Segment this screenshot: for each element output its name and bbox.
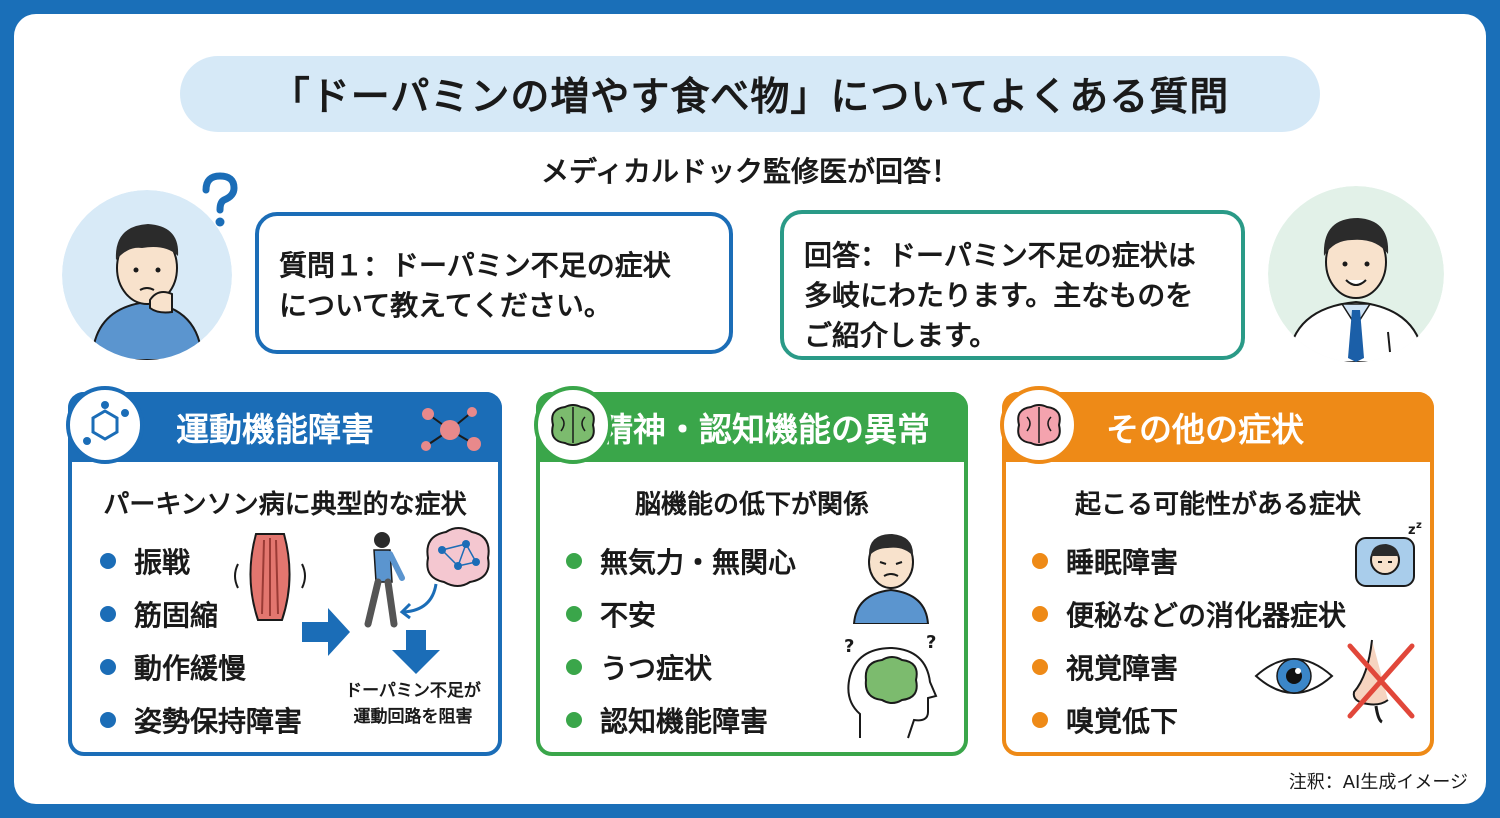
other-symptoms-card: その他の症状 起こる可能性がある症状 睡眠障害 便秘などの消化器症状 視覚障害 … xyxy=(1000,386,1434,756)
list-item: 姿勢保持障害 xyxy=(100,700,302,740)
card-subtitle: 起こる可能性がある症状 xyxy=(1074,490,1361,520)
question-bubble: 質問１：ドーパミン不足の症状 について教えてください。 xyxy=(255,212,733,354)
list-item: 動作緩慢 xyxy=(100,647,246,687)
question-mark-icon xyxy=(194,172,244,228)
curved-arrow-icon xyxy=(399,583,438,620)
eye-icon xyxy=(1254,658,1334,694)
list-item: 無気力・無関心 xyxy=(566,541,796,581)
list-item: 睡眠障害 xyxy=(1032,541,1178,581)
bullet-dot xyxy=(100,553,116,569)
item-label: 不安 xyxy=(600,599,657,632)
caption-line-1: ドーパミン不足が xyxy=(345,681,481,701)
bullet-dot xyxy=(1032,659,1048,675)
bullet-dot xyxy=(1032,553,1048,569)
item-label: 便秘などの消化器症状 xyxy=(1066,599,1347,632)
answer-line-2: 多岐にわたります。主なものを xyxy=(804,279,1194,312)
answer-line-3: ご紹介します。 xyxy=(804,319,998,352)
walking-person-icon xyxy=(364,532,405,628)
card-title: その他の症状 xyxy=(1106,410,1304,449)
sleeping-person-icon: z z xyxy=(1355,520,1422,587)
page-title: 「ドーパミンの増やす食べ物」についてよくある質問 xyxy=(180,56,1320,132)
bullet-dot xyxy=(100,606,116,622)
item-label: 睡眠障害 xyxy=(1066,546,1179,579)
dopamine-caption: ドーパミン不足が 運動回路を阻害 xyxy=(328,678,498,730)
list-item: うつ症状 xyxy=(566,647,712,687)
confused-head-icon: ? ? xyxy=(844,634,938,739)
list-item: 振戦 xyxy=(100,541,190,581)
molecule-icon xyxy=(66,386,144,464)
answer-bubble: 回答：ドーパミン不足の症状は 多岐にわたります。主なものを ご紹介します。 xyxy=(780,210,1245,360)
item-label: うつ症状 xyxy=(600,652,713,685)
svg-text:?: ? xyxy=(844,636,854,657)
svg-text:z: z xyxy=(1416,520,1422,531)
question-line-2: について教えてください。 xyxy=(279,289,612,322)
item-label: 認知機能障害 xyxy=(600,705,769,738)
list-item: 嗅覚低下 xyxy=(1032,700,1178,740)
item-label: 振戦 xyxy=(134,546,191,579)
patient-avatar xyxy=(62,190,232,360)
motor-symptoms-card: 運動機能障害 パーキンソン病に典型的な症状 振戦 筋固縮 動作緩慢 姿勢保持障害 xyxy=(66,386,502,756)
bullet-dot xyxy=(1032,712,1048,728)
mental-cognitive-card: 精神・認知機能の異常 脳機能の低下が関係 無気力・無関心 不安 うつ症状 認知機… xyxy=(534,386,968,756)
footnote: 注釈：AI生成イメージ xyxy=(1288,772,1468,793)
item-label: 無気力・無関心 xyxy=(600,546,797,579)
card-title: 運動機能障害 xyxy=(176,410,374,449)
item-label: 視覚障害 xyxy=(1066,652,1179,685)
bullet-dot xyxy=(1032,606,1048,622)
list-item: 便秘などの消化器症状 xyxy=(1032,594,1346,634)
item-label: 筋固縮 xyxy=(134,599,219,632)
bullet-dot xyxy=(566,553,582,569)
muscle-icon xyxy=(234,533,306,621)
card-header: 精神・認知機能の異常 xyxy=(536,392,968,462)
item-label: 姿勢保持障害 xyxy=(134,705,303,738)
bullet-dot xyxy=(100,659,116,675)
list-item: 不安 xyxy=(566,594,656,634)
answer-line-1: 回答：ドーパミン不足の症状は xyxy=(804,239,1196,272)
crossed-nose-icon xyxy=(1347,639,1415,724)
list-item: 筋固縮 xyxy=(100,594,218,634)
worried-person-icon xyxy=(852,534,930,624)
brain-network-icon xyxy=(426,527,490,587)
item-label: 嗅覚低下 xyxy=(1066,705,1179,738)
bullet-dot xyxy=(100,712,116,728)
bullet-dot xyxy=(566,712,582,728)
question-line-1: 質問１：ドーパミン不足の症状 xyxy=(279,249,671,282)
svg-text:?: ? xyxy=(926,634,936,653)
list-item: 認知機能障害 xyxy=(566,700,768,740)
bullet-dot xyxy=(566,659,582,675)
bullet-dot xyxy=(566,606,582,622)
card-subtitle: 脳機能の低下が関係 xyxy=(634,490,869,520)
list-item: 視覚障害 xyxy=(1032,647,1178,687)
brain-icon xyxy=(1000,386,1078,464)
network-molecule-icon xyxy=(421,407,481,451)
arrow-down-icon xyxy=(392,630,440,674)
caption-line-2: 運動回路を阻害 xyxy=(353,707,473,727)
doctor-avatar xyxy=(1268,186,1444,362)
card-subtitle: パーキンソン病に典型的な症状 xyxy=(103,490,467,520)
page-subtitle: メディカルドック監修医が回答！ xyxy=(540,155,960,188)
arrow-right-icon xyxy=(302,608,350,656)
item-label: 動作緩慢 xyxy=(134,652,247,685)
brain-icon xyxy=(534,386,612,464)
card-title: 精神・認知機能の異常 xyxy=(600,410,930,449)
svg-text:z: z xyxy=(1408,523,1416,538)
